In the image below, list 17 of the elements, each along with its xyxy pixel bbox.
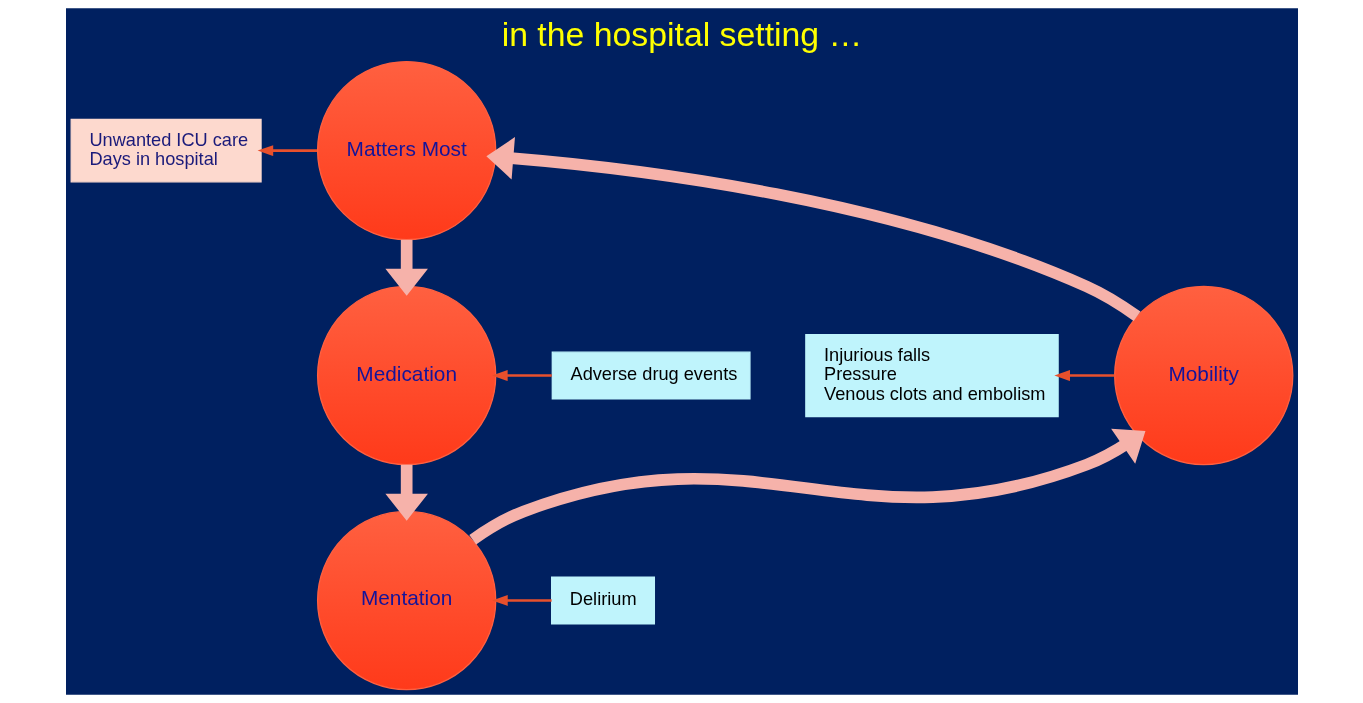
node-circle: Mobility xyxy=(1113,285,1293,466)
arrow xyxy=(485,137,1140,322)
arrow xyxy=(468,428,1145,545)
node-circle: Matters Most xyxy=(316,60,496,241)
arrow xyxy=(491,370,552,382)
diagram-title: in the hospital setting … xyxy=(501,14,862,53)
node-circle: Mentation xyxy=(316,510,496,691)
node-box: Adverse drug events xyxy=(551,351,751,400)
node-box: Delirium xyxy=(550,576,655,625)
arrow xyxy=(384,464,428,521)
arrow xyxy=(257,145,317,157)
node-box: Injurious falls Pressure Venous clots and embolism xyxy=(804,333,1059,418)
node-box: Unwanted ICU care Days in hospital xyxy=(70,118,262,183)
arrow xyxy=(384,239,428,296)
arrow xyxy=(1053,370,1115,382)
arrow xyxy=(491,595,552,606)
node-circle: Medication xyxy=(316,285,496,466)
